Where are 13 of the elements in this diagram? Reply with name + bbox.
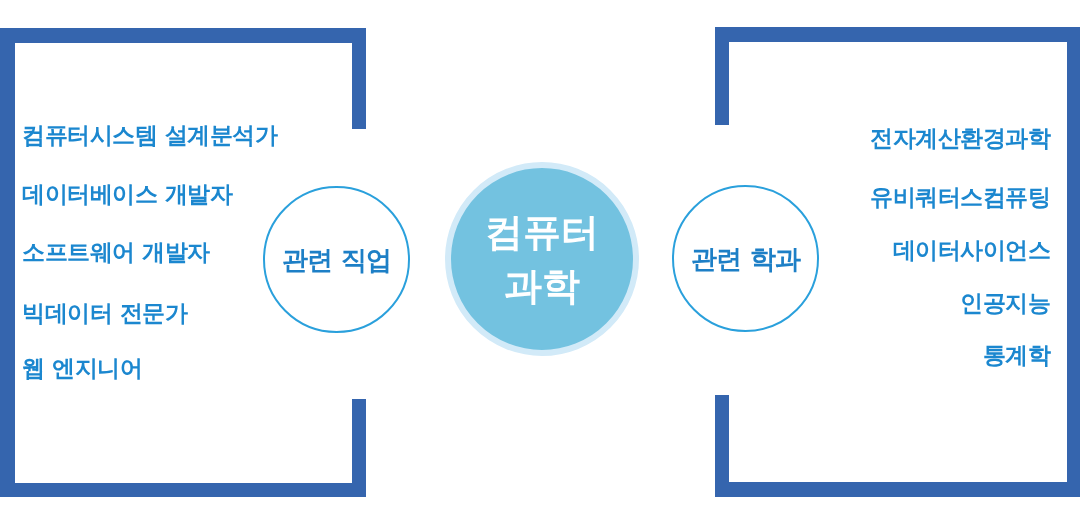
list-item: 통계학 <box>982 341 1050 370</box>
list-item: 인공지능 <box>960 289 1050 318</box>
central-title: 컴퓨터 과학 <box>484 209 600 310</box>
list-item: 유비쿼터스컴퓨팅 <box>870 183 1050 212</box>
list-item: 전자계산환경과학 <box>870 124 1050 153</box>
list-item: 컴퓨터시스템 설계분석가 <box>22 121 277 150</box>
list-item: 데이터베이스 개발자 <box>22 180 232 209</box>
list-item: 빅데이터 전문가 <box>22 299 187 328</box>
category-label: 관련 학과 <box>691 242 800 275</box>
category-label: 관련 직업 <box>282 243 391 276</box>
list-item: 소프트웨어 개발자 <box>22 238 210 267</box>
list-item: 데이터사이언스 <box>892 236 1050 265</box>
list-item: 웹 엔지니어 <box>22 354 142 383</box>
